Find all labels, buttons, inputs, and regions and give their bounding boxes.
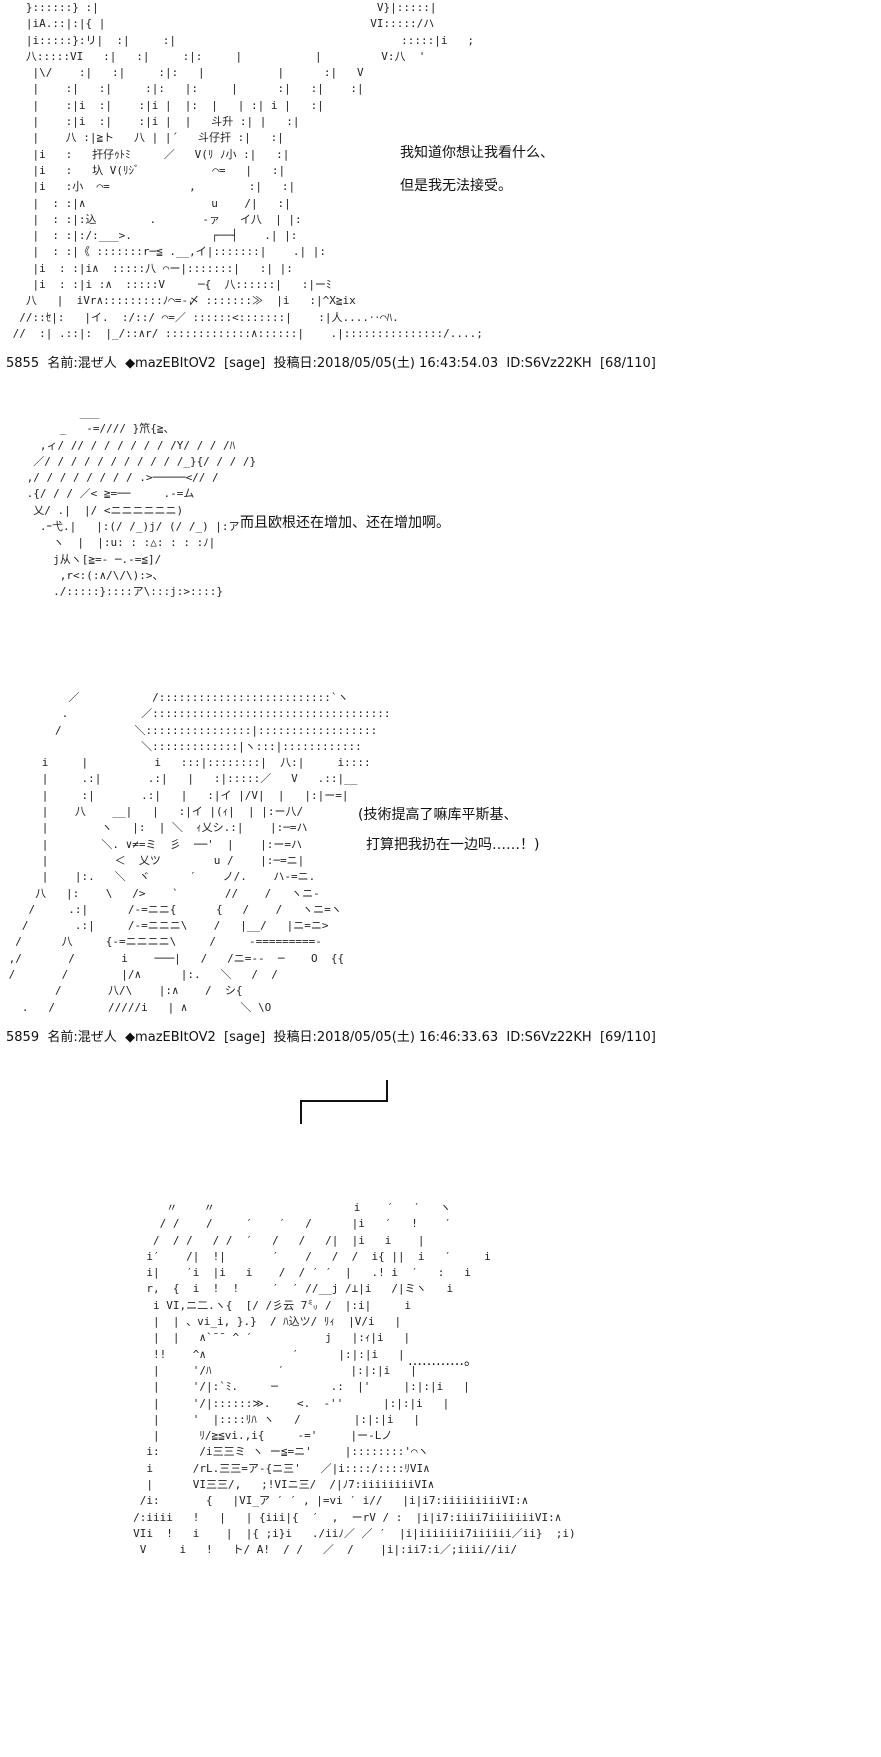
bracket-left	[300, 1100, 302, 1124]
post-date-label: 投稿日:	[273, 356, 317, 371]
dialogue-scene3-line2: 打算把我扔在一边吗……！)	[366, 837, 540, 853]
ascii-art-scene-1: }::::::} :| V}|:::::| |iA.::|:|{ | VI:::…	[12, 1, 483, 340]
post-number[interactable]: 5855	[6, 356, 40, 371]
dialogue-scene2-line1: 而且欧根还在增加、还在增加啊。	[240, 515, 450, 531]
ascii-art-scene-3: ／ /::::::::::::::::::::::::::`ヽ . ／:::::…	[8, 691, 391, 1014]
post-user-id[interactable]: ID:S6Vz22KH	[506, 1030, 592, 1045]
post-trip: ◆mazEBItOV2	[125, 356, 216, 371]
post-header-5859: 5859 名前:混ぜ人 ◆mazEBItOV2 [sage] 投稿日:2018/…	[6, 1030, 656, 1046]
post-name-label: 名前:	[47, 356, 78, 371]
post-date-label: 投稿日:	[273, 1030, 317, 1045]
post-date: 2018/05/05(土) 16:43:54.03	[316, 356, 499, 371]
post-count: [68/110]	[599, 356, 656, 371]
post-date: 2018/05/05(土) 16:46:33.63	[316, 1030, 499, 1045]
ascii-art-scene-2: ___ _ -=//// }笊{≧、 ,ィ/ // / / / / / / /Y…	[26, 406, 257, 599]
post-trip: ◆mazEBItOV2	[125, 1030, 216, 1045]
post-number[interactable]: 5859	[6, 1030, 40, 1045]
post-count: [69/110]	[599, 1030, 656, 1045]
ascii-art-scene-5: 〃 〃 i ′ ′ ヽ / / / ′ ′ / |i ′ ! ′ / / / /…	[133, 1201, 576, 1557]
bracket-text: ┌……┘	[310, 1084, 346, 1116]
dialogue-scene1-line2: 但是我无法接受。	[400, 178, 512, 194]
post-name: 混ぜ人	[77, 1030, 117, 1045]
dialogue-scene3-line1: (技術提高了嘛库平斯基、	[358, 807, 518, 823]
bracket-top-right	[386, 1080, 388, 1102]
post-mail: [sage]	[224, 1030, 266, 1045]
post-name: 混ぜ人	[77, 356, 117, 371]
post-mail: [sage]	[224, 356, 266, 371]
post-name-label: 名前:	[47, 1030, 78, 1045]
post-user-id[interactable]: ID:S6Vz22KH	[506, 356, 592, 371]
dialogue-scene5-line1: …………。	[408, 1353, 478, 1369]
bracket-bottom-line	[302, 1100, 388, 1102]
dialogue-scene1-line1: 我知道你想让我看什么、	[400, 145, 554, 161]
post-header-5855: 5855 名前:混ぜ人 ◆mazEBItOV2 [sage] 投稿日:2018/…	[6, 356, 656, 372]
